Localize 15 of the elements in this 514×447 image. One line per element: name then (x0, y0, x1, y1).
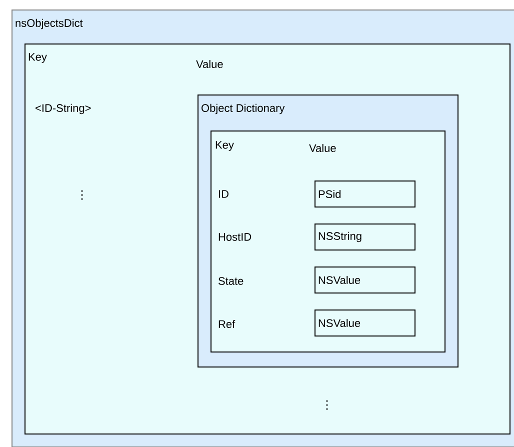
key-label: HostID (218, 233, 252, 241)
column-header: Value (196, 60, 223, 68)
value-box: NSValue (314, 310, 416, 336)
key-label: <ID-String> (36, 104, 91, 114)
key-label: State (218, 277, 244, 285)
panel-title: nsObjectsDict (16, 18, 83, 30)
value-box: NSValue (314, 266, 416, 294)
key-label: Ref (218, 320, 236, 328)
value-box: PSid (314, 180, 416, 208)
column-header: Key (28, 53, 47, 63)
panel-title: Object Dictionary (202, 104, 285, 114)
column-header: Key (216, 141, 234, 151)
value-box: NSString (314, 224, 416, 250)
column-header: Value (309, 144, 336, 152)
key-label: ID (219, 190, 228, 198)
